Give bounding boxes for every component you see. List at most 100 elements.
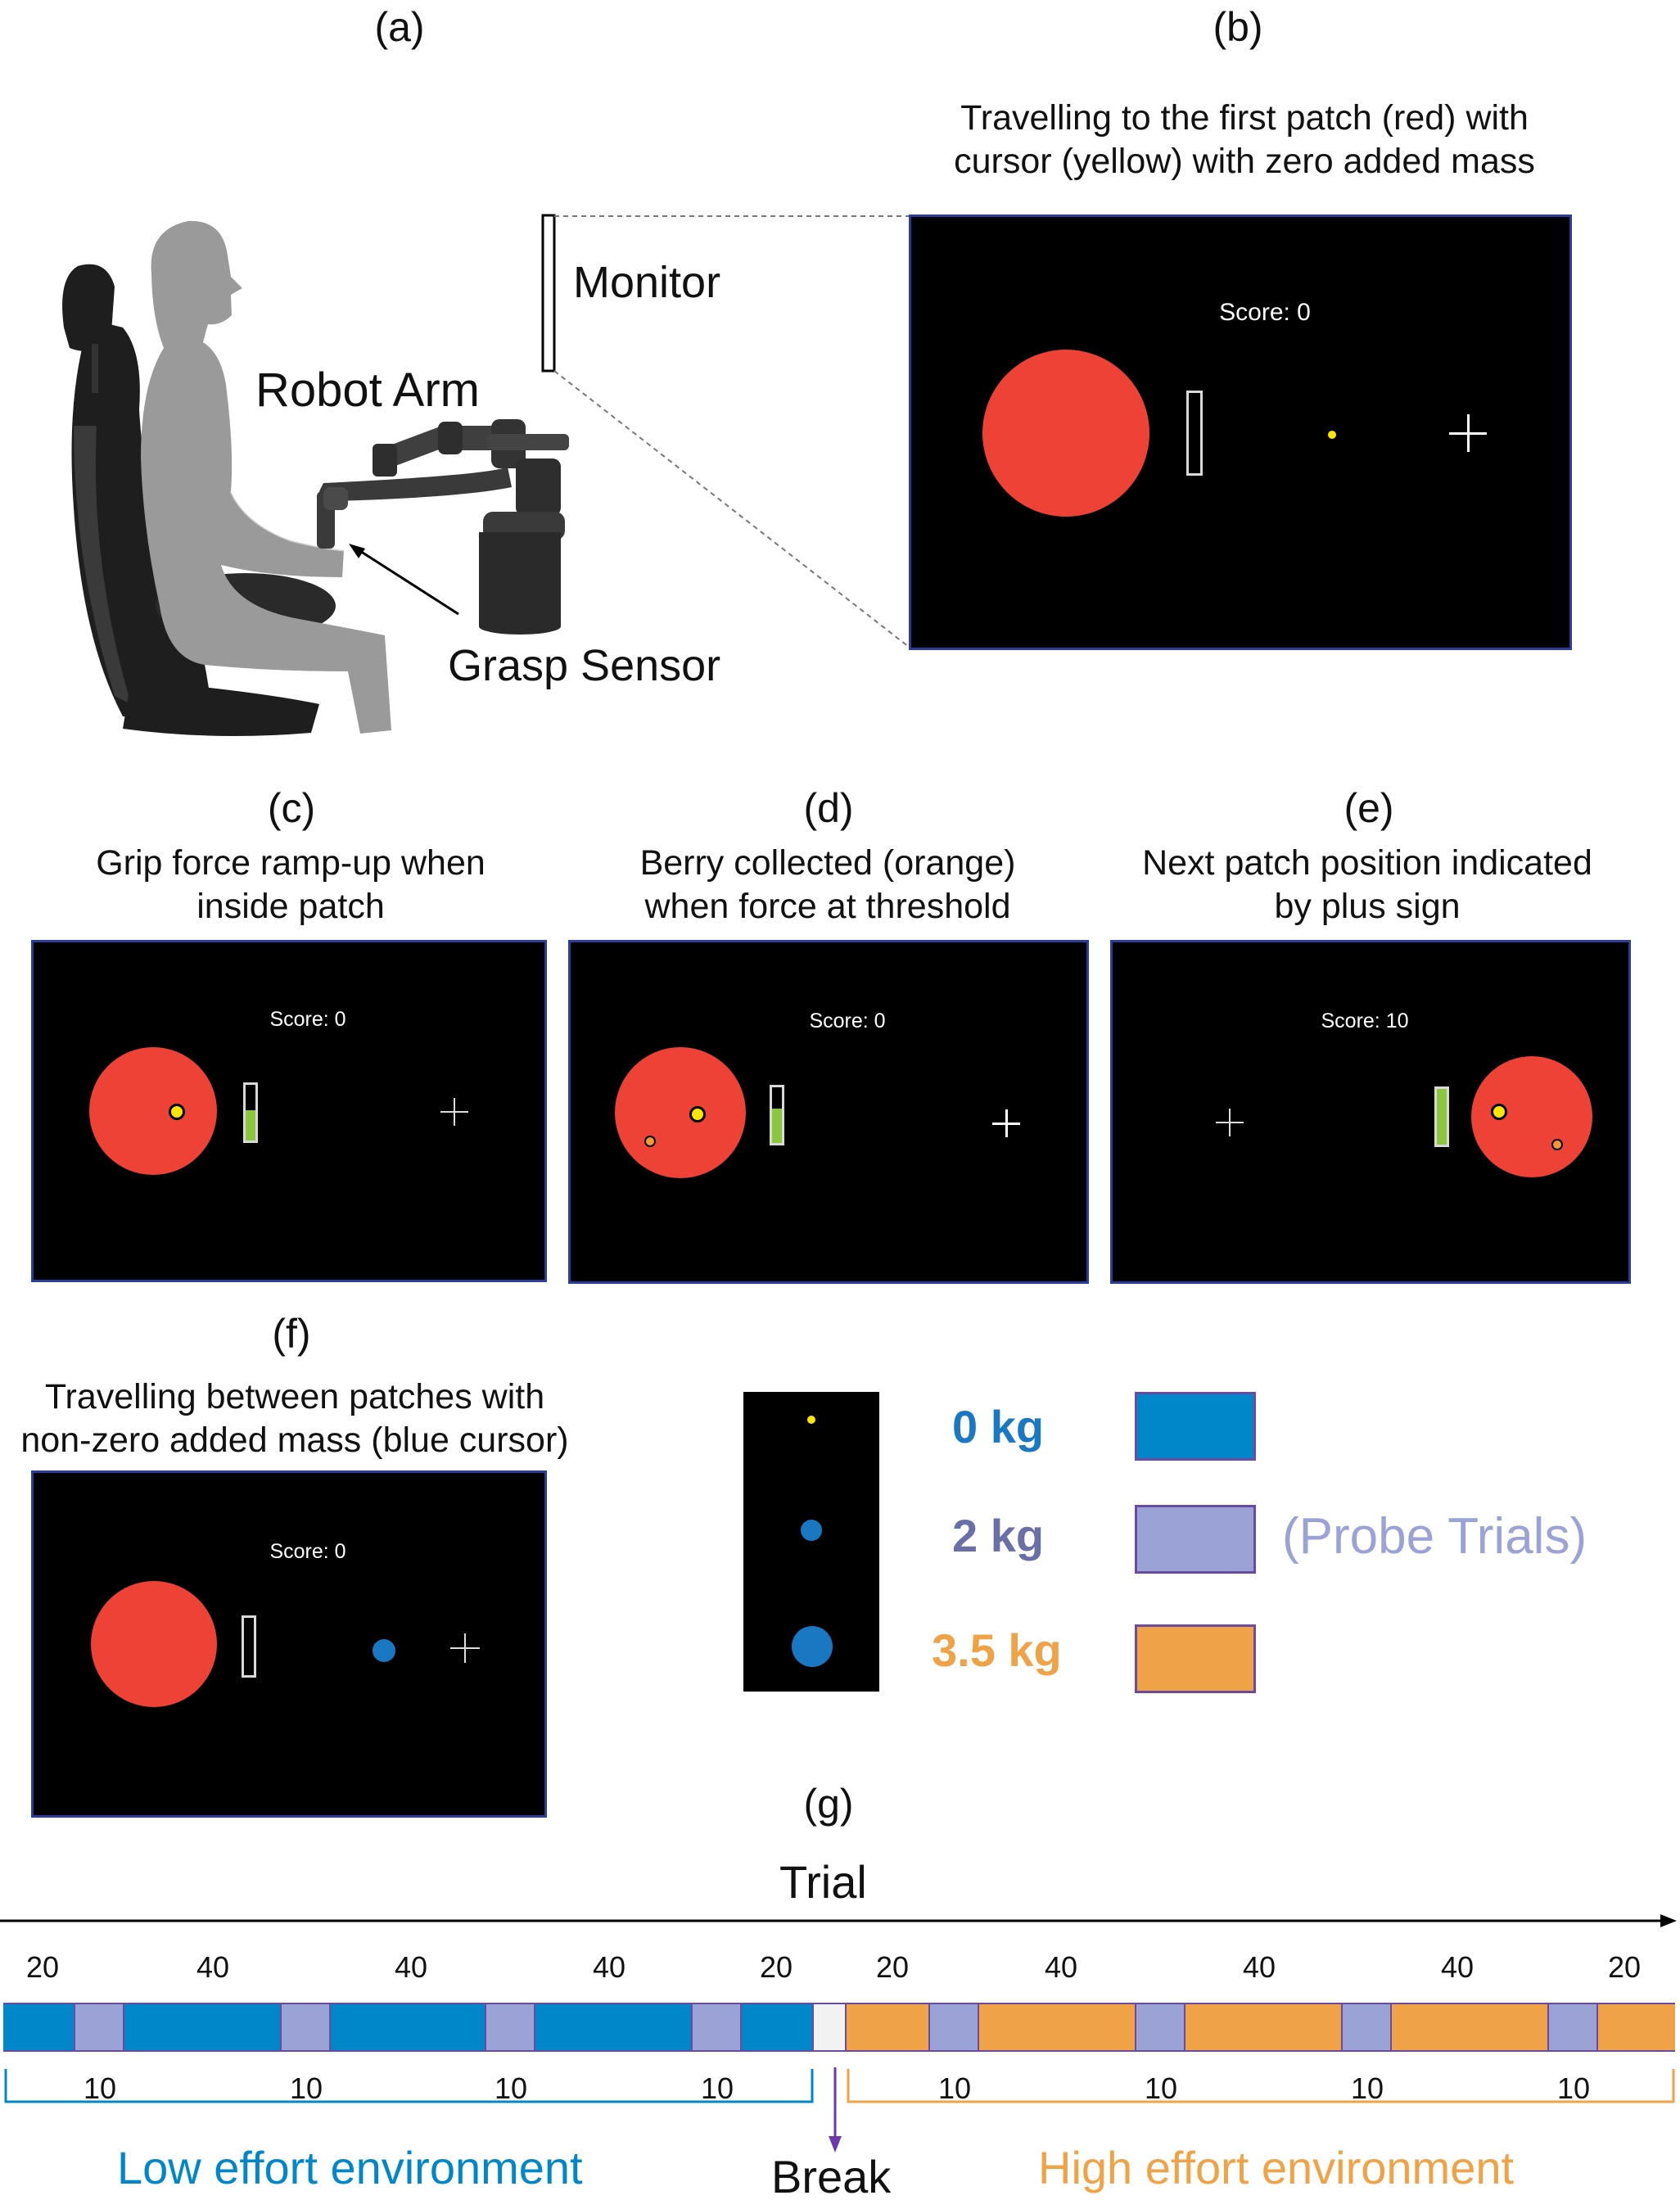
- next-patch-plus-icon: [440, 1098, 468, 1126]
- probe-trial-count: 10: [1556, 2071, 1591, 2105]
- score-text: Score: 0: [269, 1540, 346, 1563]
- force-bar: [243, 1082, 258, 1143]
- block-trial-count: 20: [759, 1950, 793, 1984]
- high-segment: [1392, 2004, 1549, 2050]
- panel-label-c: (c): [267, 785, 316, 831]
- force-bar-fill: [1437, 1089, 1447, 1145]
- high-segment: [847, 2004, 930, 2050]
- panel-f-caption-line2: non-zero added mass (blue cursor): [20, 1421, 569, 1460]
- headrest: [62, 264, 115, 351]
- panel-label-a: (a): [374, 4, 425, 50]
- panel-label-d: (d): [803, 785, 854, 831]
- panel-label-e: (e): [1344, 785, 1394, 831]
- block-trial-count: 40: [1440, 1950, 1475, 1984]
- next-patch-plus-icon: [992, 1109, 1020, 1137]
- break-segment: [814, 2004, 847, 2050]
- probe-trial-count: 10: [700, 2071, 734, 2105]
- cursor-blue: [373, 1639, 395, 1662]
- block-trial-count: 20: [1607, 1950, 1642, 1984]
- panel-e-caption: Next patch position indicated by plus si…: [1089, 842, 1646, 928]
- high-effort-label: High effort environment: [1038, 2142, 1515, 2193]
- force-bar-fill: [246, 1109, 255, 1141]
- force-bar: [1186, 391, 1203, 476]
- panel-e-screen: Score: 10: [1110, 940, 1631, 1284]
- grasp-sensor-label: Grasp Sensor: [448, 641, 721, 690]
- cursor-blue-large: [792, 1626, 833, 1667]
- high-segment: [1185, 2004, 1343, 2050]
- panel-c-screen: Score: 0: [31, 940, 547, 1282]
- panel-label-f: (f): [272, 1311, 311, 1357]
- probe-segment: [1136, 2004, 1185, 2050]
- food-patch: [615, 1047, 746, 1178]
- monitor-icon: [541, 214, 556, 373]
- probe-segment: [693, 2004, 742, 2050]
- score-text: Score: 0: [1219, 299, 1311, 326]
- chair-side: [74, 426, 131, 704]
- low-segment: [331, 2004, 486, 2050]
- low-segment: [535, 2004, 693, 2050]
- force-bar-fill: [772, 1108, 782, 1143]
- break-arrow-icon: [829, 2136, 842, 2153]
- next-patch-plus-icon: [450, 1633, 480, 1663]
- berry-orange: [1551, 1139, 1563, 1150]
- force-bar: [770, 1085, 784, 1145]
- score-text: Score: 10: [1321, 1010, 1409, 1032]
- cursor-blue-small: [801, 1520, 822, 1541]
- robot-base: [479, 532, 561, 626]
- headrest-post: [92, 344, 98, 393]
- score-text: Score: 0: [269, 1008, 346, 1031]
- probe-trial-count: 10: [494, 2071, 528, 2105]
- cursor-size-legend: [743, 1392, 879, 1692]
- chair-seat: [123, 680, 319, 736]
- robot-lower-arm: [319, 467, 512, 501]
- panel-label-g: (g): [803, 1781, 854, 1827]
- next-patch-plus-icon: [1449, 414, 1487, 452]
- trial-timeline-bar: [3, 2003, 1675, 2052]
- block-trial-count: 40: [1044, 1950, 1078, 1984]
- score-text: Score: 0: [809, 1010, 886, 1032]
- legend-swatch-2kg: [1135, 1505, 1256, 1574]
- cursor-yellow: [1491, 1104, 1507, 1120]
- panel-d-caption: Berry collected (orange) when force at t…: [586, 842, 1069, 928]
- panel-c-caption-line1: Grip force ramp-up when: [96, 843, 485, 883]
- mass-0-label: 0 kg: [952, 1401, 1045, 1452]
- probe-segment: [282, 2004, 331, 2050]
- block-trial-count: 20: [25, 1950, 60, 1984]
- panel-c-caption: Grip force ramp-up when inside patch: [49, 842, 532, 928]
- probe-trial-count: 10: [1350, 2071, 1384, 2105]
- block-trial-count: 40: [394, 1950, 428, 1984]
- food-patch: [1471, 1056, 1592, 1177]
- panel-e-caption-line1: Next patch position indicated: [1142, 843, 1592, 883]
- block-trial-count: 40: [592, 1950, 626, 1984]
- probe-trial-count: 10: [289, 2071, 323, 2105]
- environment-brackets: [4, 2067, 1675, 2153]
- berry-orange: [644, 1136, 656, 1147]
- trial-axis-arrow: [0, 1914, 1677, 1927]
- panel-c-caption-line2: inside patch: [196, 887, 385, 926]
- panel-label-b: (b): [1213, 4, 1263, 50]
- cursor-yellow: [1325, 428, 1339, 441]
- food-patch: [89, 1047, 217, 1175]
- food-patch: [91, 1581, 217, 1707]
- high-segment: [1598, 2004, 1675, 2050]
- low-effort-label: Low effort environment: [117, 2142, 583, 2193]
- cursor-yellow: [805, 1413, 818, 1426]
- block-trial-count: 40: [196, 1950, 230, 1984]
- robot-arm-label: Robot Arm: [255, 364, 480, 417]
- panel-b-caption-line2: cursor (yellow) with zero added mass: [954, 142, 1535, 181]
- low-segment: [124, 2004, 282, 2050]
- probe-trial-count: 10: [937, 2071, 972, 2105]
- monitor-label: Monitor: [573, 258, 721, 307]
- low-segment: [3, 2004, 75, 2050]
- panel-b-caption: Travelling to the first patch (red) with…: [901, 97, 1588, 183]
- panel-b-screen: Score: 0: [909, 215, 1572, 650]
- legend-swatch-35kg: [1135, 1624, 1256, 1693]
- block-trial-count: 40: [1242, 1950, 1276, 1984]
- probe-segment: [75, 2004, 124, 2050]
- food-patch: [982, 350, 1149, 517]
- high-env-bracket: [847, 2069, 1675, 2103]
- probe-segment: [930, 2004, 979, 2050]
- panel-f-caption-line1: Travelling between patches with: [44, 1377, 545, 1416]
- force-bar: [1434, 1086, 1449, 1147]
- low-env-bracket: [4, 2069, 814, 2103]
